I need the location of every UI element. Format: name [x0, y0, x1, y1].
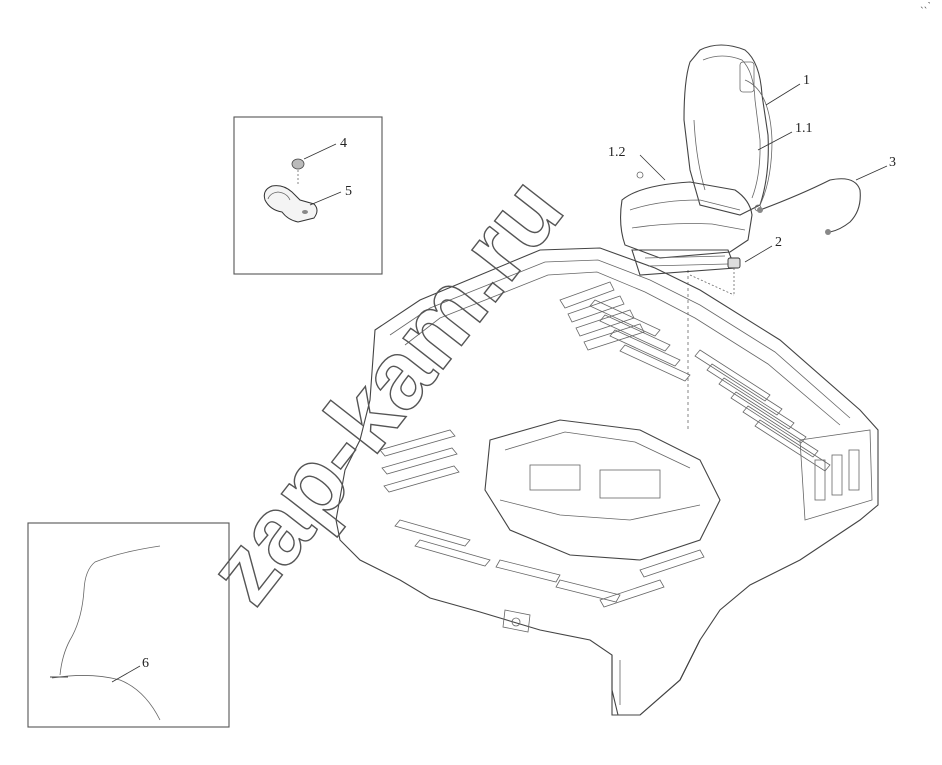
air-hose-part: [757, 178, 861, 235]
callout-1: 1: [803, 73, 810, 88]
floor-left-well: [379, 429, 491, 567]
clamp-part: [263, 185, 318, 223]
floor-front-ribs: [495, 549, 705, 608]
callout-5: 5: [345, 184, 352, 199]
inset-cable-detail: 6: [27, 522, 230, 728]
driver-seat: [619, 44, 773, 276]
callout-3: 3: [889, 155, 896, 170]
callout-4: 4: [340, 136, 347, 151]
bolt-part: [689, 257, 741, 296]
nut-part: [291, 158, 305, 185]
floor-right-wall: [799, 429, 873, 521]
floor-ribs-right: [694, 349, 831, 472]
cab-floor-assembly: [335, 247, 879, 716]
floor-ribs-left: [559, 281, 691, 382]
floor-tunnel: [484, 419, 721, 561]
corner-mark: ˴˴ˋ: [920, 1, 931, 13]
inset-clamp-detail: 4 5: [233, 116, 383, 275]
callout-2: 2: [775, 235, 782, 250]
callout-1-2: 1.2: [608, 145, 626, 160]
callout-6: 6: [142, 656, 149, 671]
callout-leaders: [639, 83, 888, 263]
callout-1-1: 1.1: [795, 121, 813, 136]
watermark: zap-kam.ru: [187, 158, 583, 623]
